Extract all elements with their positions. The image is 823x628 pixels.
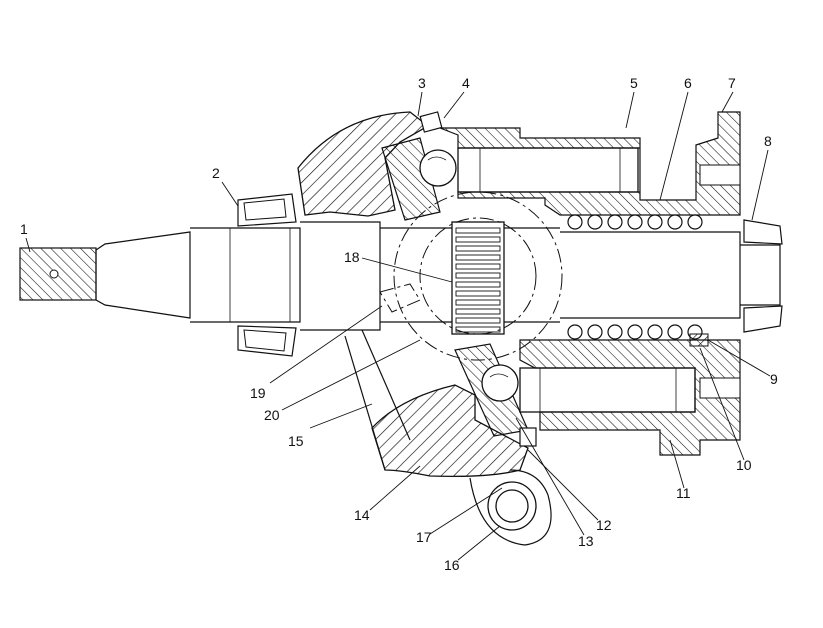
upper-housing — [297, 111, 430, 217]
callout-3: 3 — [418, 75, 426, 91]
spline-tooth — [455, 236, 501, 243]
center-spring — [567, 214, 703, 340]
callout-5: 5 — [630, 75, 638, 91]
spring-coil-top — [667, 214, 683, 230]
spring-coil-bot — [607, 324, 623, 340]
callout-12: 12 — [596, 517, 612, 533]
lower-piston — [519, 367, 696, 413]
lower-block — [519, 339, 741, 456]
callout-16: 16 — [444, 557, 460, 573]
upper-block — [439, 111, 741, 216]
spring-coil-top — [587, 214, 603, 230]
spline-tooth — [455, 299, 501, 306]
spring-coil-top — [607, 214, 623, 230]
front-bearing — [237, 193, 297, 357]
callout-20: 20 — [264, 407, 280, 423]
callout-9: 9 — [770, 371, 778, 387]
callout-14: 14 — [354, 507, 370, 523]
spring-coil-bot — [667, 324, 683, 340]
shaft-taper — [95, 231, 191, 319]
callout-19: 19 — [250, 385, 266, 401]
callout-13: 13 — [578, 533, 594, 549]
trunnion — [469, 469, 552, 546]
lower-fitting — [519, 427, 537, 447]
callout-1: 1 — [20, 221, 28, 237]
swashplate-housing — [297, 111, 529, 478]
callout-15: 15 — [288, 433, 304, 449]
callout-4: 4 — [462, 75, 470, 91]
callout-7: 7 — [728, 75, 736, 91]
drive-shaft — [19, 221, 781, 331]
spline-tooth — [455, 317, 501, 324]
shaft-body — [190, 227, 301, 323]
rear-bearing — [689, 219, 783, 347]
spring-coil-bot — [627, 324, 643, 340]
spline-tooth — [455, 245, 501, 252]
piston-shoes — [419, 149, 519, 402]
spring-coil-top — [567, 214, 583, 230]
lower-piston-ball — [481, 364, 519, 402]
upper-piston — [457, 147, 639, 193]
callout-17: 17 — [416, 529, 432, 545]
pin-hidden — [379, 283, 421, 313]
trunnion-bore-inner — [495, 489, 529, 523]
callout-18: 18 — [344, 249, 360, 265]
spline-coupling — [451, 221, 505, 335]
lower-housing — [371, 384, 529, 478]
callout-10: 10 — [736, 457, 752, 473]
callout-6: 6 — [684, 75, 692, 91]
leader-lines — [25, 91, 771, 561]
pistons — [457, 147, 696, 413]
spring-coil-bot — [647, 324, 663, 340]
spline-tooth — [455, 326, 501, 333]
spring-coil-top — [627, 214, 643, 230]
shaft-hole — [49, 269, 59, 279]
spline-tooth — [455, 272, 501, 279]
hidden-outlines — [393, 191, 563, 361]
callout-11: 11 — [676, 485, 691, 501]
spline-tooth — [455, 227, 501, 234]
upper-piston-ball — [419, 149, 457, 187]
upper-fitting — [419, 111, 443, 133]
callout-2: 2 — [212, 165, 220, 181]
spline-tooth — [455, 263, 501, 270]
spline-tooth — [455, 290, 501, 297]
spring-coil-top — [647, 214, 663, 230]
spring-coil-bot — [567, 324, 583, 340]
callout-labels: 1 2 3 4 5 6 7 8 9 10 11 12 13 14 15 16 1… — [20, 75, 778, 573]
spline-tooth — [455, 308, 501, 315]
spring-coil-bot — [587, 324, 603, 340]
callout-8: 8 — [764, 133, 772, 149]
cylinder-block — [439, 111, 741, 456]
spline-tooth — [455, 281, 501, 288]
spring-coil-top — [687, 214, 703, 230]
spline-tooth — [455, 254, 501, 261]
